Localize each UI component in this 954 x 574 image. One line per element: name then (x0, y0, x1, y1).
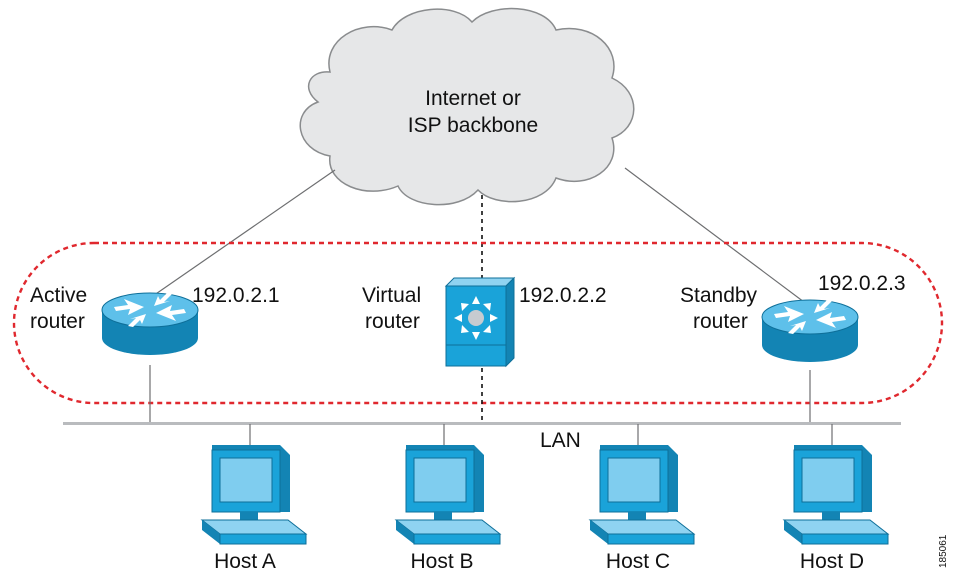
active-router-ip: 192.0.2.1 (192, 284, 280, 307)
hsrp-group-outline (12, 241, 944, 405)
host-a-label: Host A (214, 550, 276, 573)
host-a-computer-icon (201, 444, 307, 545)
cloud-label-line1: Internet or (425, 87, 521, 110)
host-b-computer-icon (395, 444, 501, 545)
cloud-label-line2: ISP backbone (408, 114, 538, 137)
virtual-router-label-line2: router (365, 310, 420, 333)
host-b-label: Host B (410, 550, 473, 573)
virtual-router-ip: 192.0.2.2 (519, 284, 607, 307)
figure-id: 185061 (938, 534, 949, 568)
host-d-label: Host D (800, 550, 864, 573)
host-c-label: Host C (606, 550, 670, 573)
active-router-icon (101, 292, 199, 356)
link-cloud-standby (624, 167, 809, 306)
lan-label: LAN (540, 429, 581, 452)
standby-router-label-line1: Standby (680, 284, 758, 307)
host-c-computer-icon (589, 444, 695, 545)
virtual-router-label-line1: Virtual (362, 284, 421, 307)
internet-cloud-icon (299, 7, 635, 206)
active-router-label-line1: Active (30, 284, 87, 307)
host-d-computer-icon (783, 444, 889, 545)
virtual-router-icon (444, 276, 516, 368)
standby-router-icon (761, 299, 859, 363)
standby-router-ip: 192.0.2.3 (818, 272, 906, 295)
active-router-label-line2: router (30, 310, 85, 333)
link-cloud-active (149, 169, 336, 299)
lan-bus (63, 422, 901, 425)
standby-router-label-line2: router (693, 310, 748, 333)
